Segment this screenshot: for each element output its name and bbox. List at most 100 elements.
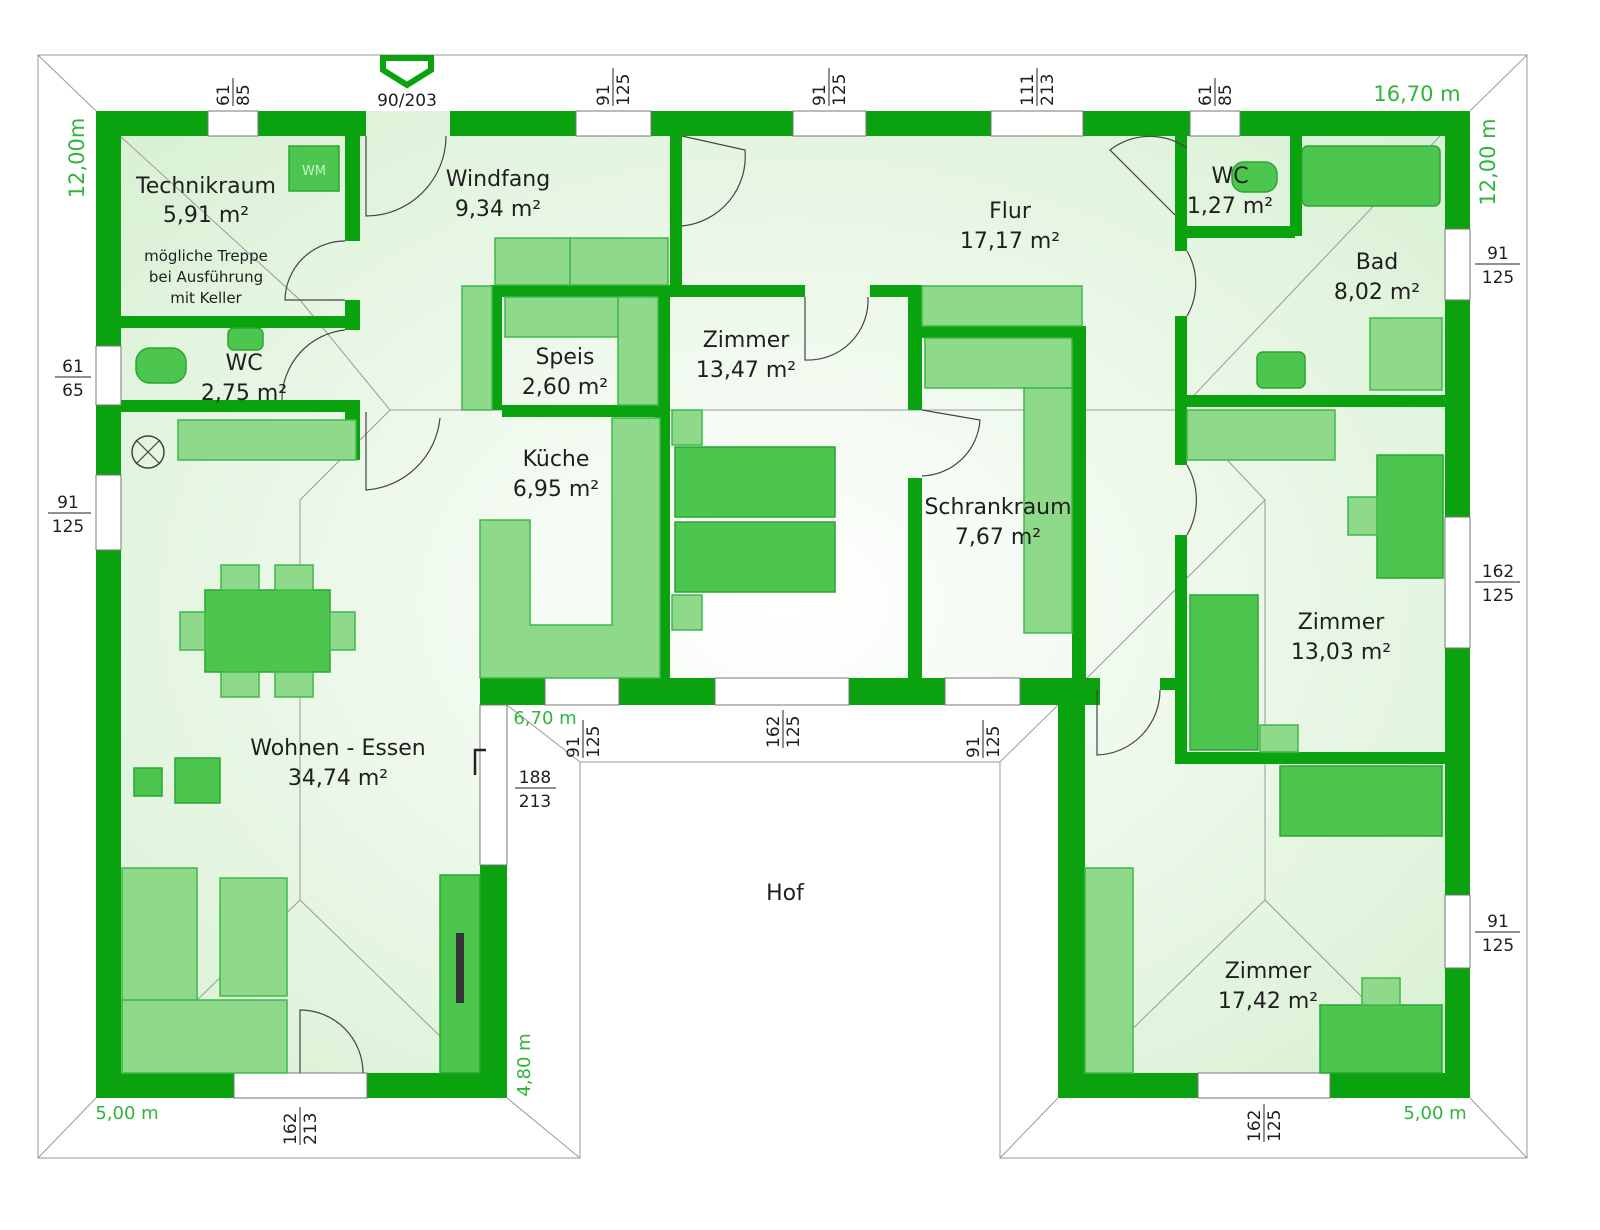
windfang-area: 9,34 m² <box>455 197 541 222</box>
court-3-width: 91 <box>964 736 984 758</box>
court-1-width: 91 <box>564 736 584 758</box>
ceiling-light <box>131 435 165 469</box>
wohnen-name: Wohnen - Essen <box>250 736 426 761</box>
court-door-width: 188 <box>519 768 551 788</box>
top-5-width: 61 <box>1196 84 1216 106</box>
schrank-wardrobe-top <box>924 337 1073 389</box>
windows <box>95 110 1471 1099</box>
technikraum-note-1: mögliche Treppe <box>144 247 268 265</box>
bathtub <box>1301 145 1441 207</box>
technikraum-note-3: mit Keller <box>170 289 242 307</box>
schrankraum-name: Schrankraum <box>924 495 1071 520</box>
toilet-left <box>135 347 187 384</box>
schrankraum-area: 7,67 m² <box>955 525 1041 550</box>
right-1-width: 91 <box>1487 244 1509 264</box>
bad-area: 8,02 m² <box>1334 280 1420 305</box>
zimmer-3-chair <box>1361 977 1401 1006</box>
bed-zimmer-1-bottom <box>674 521 836 593</box>
hof-name: Hof <box>766 881 805 906</box>
schrank-wardrobe-right <box>1023 387 1073 634</box>
zimmer-2-name: Zimmer <box>1298 610 1386 635</box>
zimmer-3-wardrobe <box>1084 867 1134 1074</box>
opening-dimensions: 61 85 90/203 91 125 91 125 111 213 61 85… <box>48 68 1520 1145</box>
speis-name: Speis <box>535 345 594 370</box>
outer-dimensions: 16,70 m 12,00m 12,00 m 5,00 m 5,00 m 6,7… <box>65 82 1500 1124</box>
bottom-2-width: 162 <box>1245 1110 1265 1142</box>
bottom-1-height: 213 <box>301 1113 321 1145</box>
top-2-width: 91 <box>594 84 614 106</box>
living-sideboard <box>177 419 357 461</box>
stove <box>133 767 163 797</box>
court-2-width: 162 <box>764 716 784 748</box>
windfang-bench-2 <box>569 237 669 286</box>
zimmer-2-nightstand <box>1259 724 1299 753</box>
wing-right: 5,00 m <box>1403 1103 1466 1124</box>
sink-wc-left <box>227 327 264 351</box>
total-width: 16,70 m <box>1373 82 1460 106</box>
bath-sink <box>1256 351 1306 389</box>
roof-outline <box>37 54 1528 1159</box>
wc-left-name: WC <box>225 351 262 376</box>
zimmer-3-bed <box>1279 765 1443 837</box>
kitchen-counter-u <box>479 417 661 679</box>
armchair <box>219 877 288 997</box>
total-depth-right: 12,00 m <box>1476 118 1500 205</box>
speis-shelf-right <box>617 296 659 406</box>
wc-small-area: 1,27 m² <box>1187 194 1273 219</box>
wing-left: 5,00 m <box>95 1103 158 1124</box>
zimmer-3-area: 17,42 m² <box>1218 989 1318 1014</box>
technikraum-note-2: bei Ausführung <box>149 268 263 286</box>
washing-machine <box>288 145 340 192</box>
nightstand-1 <box>671 409 703 446</box>
court-depth: 4,80 m <box>514 1033 535 1096</box>
washing-machine-label: WM <box>302 164 326 179</box>
top-4-height: 213 <box>1038 74 1058 106</box>
stair-arrow <box>473 748 486 775</box>
top-1-width: 61 <box>214 84 234 106</box>
top-1-height: 85 <box>234 84 254 106</box>
court-door-height: 213 <box>519 792 551 812</box>
right-2-width: 162 <box>1482 562 1514 582</box>
room-labels: Technikraum 5,91 m² mögliche Treppe bei … <box>135 164 1420 1014</box>
bad-name: Bad <box>1356 250 1399 275</box>
wc-left-area: 2,75 m² <box>201 381 287 406</box>
left-2-height: 125 <box>52 517 84 537</box>
technikraum-name: Technikraum <box>135 174 276 199</box>
right-3-height: 125 <box>1482 936 1514 956</box>
court-1-height: 125 <box>584 726 604 758</box>
kueche-area: 6,95 m² <box>513 477 599 502</box>
door-swings <box>281 135 1197 1074</box>
top-5-height: 85 <box>1216 84 1236 106</box>
court-width: 6,70 m <box>513 708 576 729</box>
armchair-small <box>174 757 221 804</box>
furniture: WM <box>121 145 1444 1074</box>
wc-small-name: WC <box>1211 164 1248 189</box>
main-door-symbol <box>380 55 434 89</box>
bed-zimmer-1-top <box>674 446 836 518</box>
left-1-height: 65 <box>62 381 84 401</box>
right-3-width: 91 <box>1487 912 1509 932</box>
court-2-height: 125 <box>784 716 804 748</box>
kitchen-counter-left <box>461 285 493 411</box>
dining-table <box>204 589 331 673</box>
zimmer-1-name: Zimmer <box>703 328 791 353</box>
zimmer-1-area: 13,47 m² <box>696 358 796 383</box>
flur-name: Flur <box>989 199 1032 224</box>
sofa-bottom <box>121 999 288 1074</box>
zimmer-2-bed <box>1189 594 1259 751</box>
top-3-height: 125 <box>830 74 850 106</box>
toilet-small-wc <box>1231 161 1278 193</box>
bottom-1-width: 162 <box>281 1113 301 1145</box>
tv <box>456 933 464 1003</box>
speis-area: 2,60 m² <box>522 375 608 400</box>
right-1-height: 125 <box>1482 268 1514 288</box>
total-depth-left: 12,00m <box>65 118 89 199</box>
court-3-height: 125 <box>984 726 1004 758</box>
flur-area: 17,17 m² <box>960 229 1060 254</box>
wohnen-area: 34,74 m² <box>288 766 388 791</box>
kueche-name: Küche <box>523 447 590 472</box>
top-4-width: 111 <box>1018 74 1038 106</box>
zimmer-2-wardrobe <box>1186 409 1336 461</box>
right-2-height: 125 <box>1482 586 1514 606</box>
